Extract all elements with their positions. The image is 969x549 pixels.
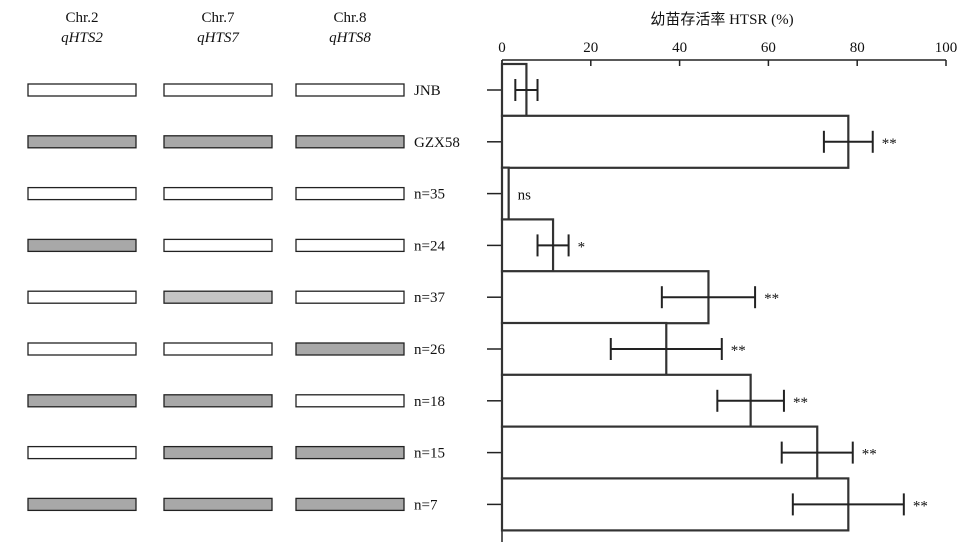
significance-label: ** xyxy=(882,136,897,152)
row-label: n=37 xyxy=(414,290,445,306)
x-tick-label: 20 xyxy=(583,40,598,56)
genotype-strip xyxy=(163,342,273,356)
row-label: n=35 xyxy=(414,187,445,203)
significance-label: ** xyxy=(913,498,928,514)
row-label: JNB xyxy=(414,83,441,99)
genotype-strip xyxy=(27,445,137,460)
x-tick-label: 100 xyxy=(935,40,958,56)
genotype-strip xyxy=(295,445,405,460)
genotype-strip xyxy=(295,497,405,512)
row-label: n=18 xyxy=(414,394,445,410)
genotype-strip xyxy=(27,238,137,253)
genotype-strip xyxy=(27,135,137,149)
significance-label: ** xyxy=(764,291,779,307)
genotype-strip xyxy=(295,135,405,149)
x-tick-label: 60 xyxy=(761,40,776,56)
genotype-strip xyxy=(27,342,137,356)
chromosome-label: Chr.8 xyxy=(333,10,367,26)
genotype-strip xyxy=(27,497,137,512)
genotype-strip xyxy=(295,342,405,356)
significance-label: ns xyxy=(518,188,532,204)
x-tick-label: 0 xyxy=(498,40,506,56)
x-tick-label: 40 xyxy=(672,40,687,56)
genotype-strip xyxy=(163,394,273,408)
genotype-strip xyxy=(295,238,405,253)
column-header-chr2: Chr.2 qHTS2 xyxy=(12,8,152,48)
significance-label: ** xyxy=(731,343,746,359)
genotype-strip xyxy=(27,394,137,408)
row-label: n=26 xyxy=(414,342,445,358)
chromosome-label: Chr.7 xyxy=(201,10,235,26)
bar xyxy=(500,425,819,480)
genotype-strip xyxy=(163,186,273,201)
row-label: GZX58 xyxy=(414,135,460,151)
bar xyxy=(500,373,752,428)
x-axis-title: 幼苗存活率 HTSR (%) xyxy=(650,11,793,28)
row-label: n=24 xyxy=(414,238,445,254)
row-label: n=15 xyxy=(414,446,445,462)
genotype-strip xyxy=(27,83,137,97)
genotype-strip xyxy=(163,497,273,512)
genotype-strip xyxy=(295,186,405,201)
significance-label: * xyxy=(578,239,586,255)
column-header-chr7: Chr.7 qHTS7 xyxy=(148,8,288,48)
bar xyxy=(500,114,850,169)
genotype-strip xyxy=(295,83,405,97)
genotype-strip xyxy=(163,135,273,149)
genotype-strip xyxy=(163,238,273,253)
column-header-chr8: Chr.8 qHTS8 xyxy=(280,8,420,48)
row-label: n=7 xyxy=(414,497,438,513)
genotype-strip xyxy=(27,290,137,304)
genotype-strip xyxy=(163,83,273,97)
genotype-strip xyxy=(295,290,405,304)
genotype-strip xyxy=(163,290,273,304)
qtl-label: qHTS8 xyxy=(329,30,371,46)
genotype-strip xyxy=(163,445,273,460)
x-tick-label: 80 xyxy=(850,40,865,56)
qtl-label: qHTS2 xyxy=(61,30,103,46)
significance-label: ** xyxy=(793,395,808,411)
chromosome-label: Chr.2 xyxy=(65,10,99,26)
genotype-strip xyxy=(295,394,405,408)
bar xyxy=(500,166,510,221)
qtl-label: qHTS7 xyxy=(197,30,239,46)
genotype-strip xyxy=(27,186,137,201)
significance-label: ** xyxy=(862,447,877,463)
